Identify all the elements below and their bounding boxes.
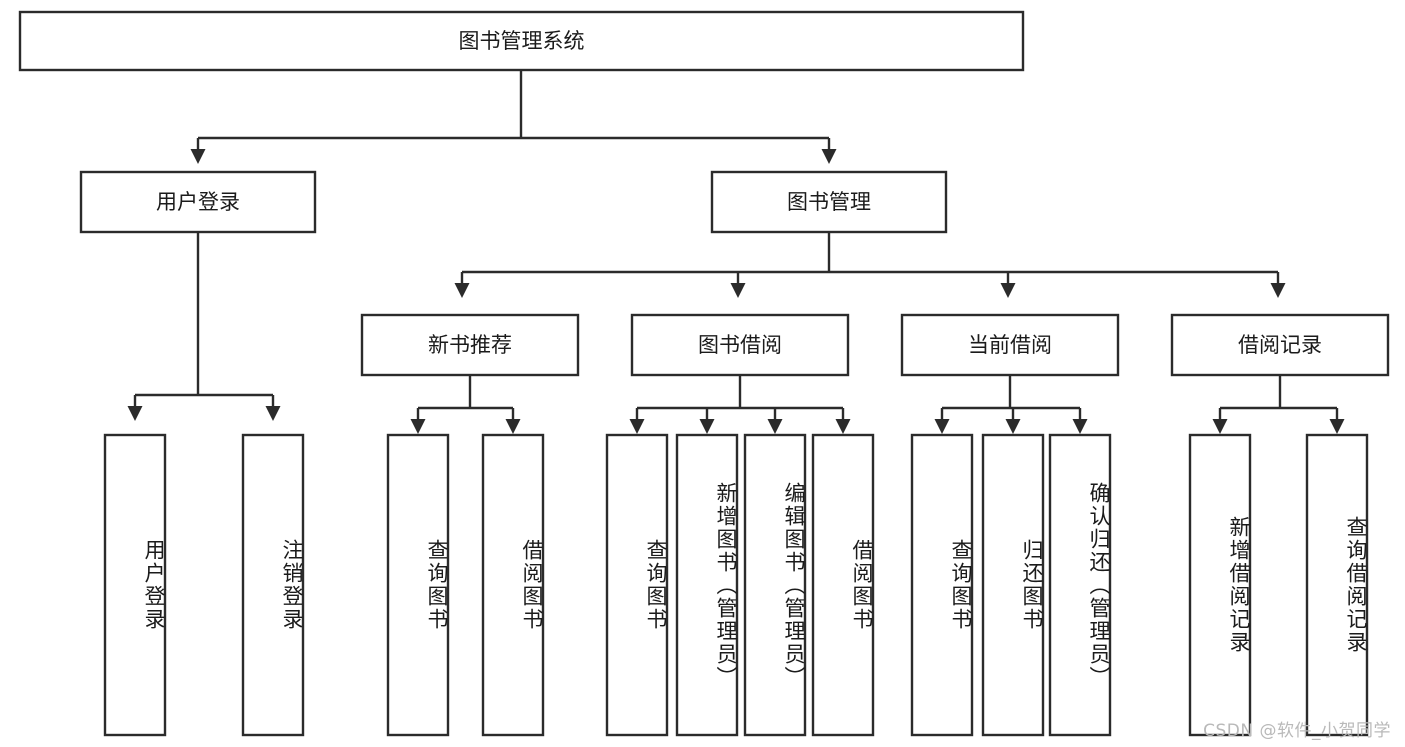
node-label-user-login: 用户登录 [156, 190, 240, 214]
node-current-borrow[interactable] [900, 313, 1120, 377]
node-leaf-return-book[interactable] [981, 433, 1045, 737]
node-root[interactable] [18, 10, 1025, 72]
node-book-manage[interactable] [710, 170, 948, 234]
node-leaf-add-book[interactable] [675, 433, 739, 737]
node-user-login[interactable] [79, 170, 317, 234]
connector-edge-newbook-bus [410, 375, 521, 434]
node-label-borrow-record: 借阅记录 [1238, 333, 1322, 357]
node-label-book-borrow: 图书借阅 [698, 333, 782, 357]
connector-edge-bookborrow-bus [629, 375, 851, 434]
node-leaf-user-login[interactable] [103, 433, 167, 737]
watermark: CSDN @软件_小贺同学 [1203, 721, 1391, 741]
node-borrow-record[interactable] [1170, 313, 1390, 377]
node-leaf-borrow-book-1[interactable] [481, 433, 545, 737]
connector-edge-borrowrecord-bus [1212, 375, 1345, 434]
node-book-borrow[interactable] [630, 313, 850, 377]
node-leaf-logout[interactable] [241, 433, 305, 737]
node-new-book-recommend[interactable] [360, 313, 580, 377]
node-label-root: 图书管理系统 [459, 29, 585, 53]
node-label-current-borrow: 当前借阅 [968, 333, 1052, 357]
node-label-new-book-recommend: 新书推荐 [428, 333, 512, 357]
node-leaf-query-book-2[interactable] [605, 433, 669, 737]
node-leaf-borrow-book-2[interactable] [811, 433, 875, 737]
node-leaf-query-book-3[interactable] [910, 433, 974, 737]
connector-edge-bookmanage-bus [454, 232, 1286, 298]
node-leaf-confirm-return[interactable] [1048, 433, 1112, 737]
connector-edge-currentborrow-bus [934, 375, 1088, 434]
connector-edge-root-bus [190, 70, 837, 164]
edges-layer [127, 70, 1345, 434]
node-leaf-add-record[interactable] [1188, 433, 1252, 737]
node-leaf-edit-book[interactable] [743, 433, 807, 737]
node-leaf-query-book-1[interactable] [386, 433, 450, 737]
node-label-book-manage: 图书管理 [787, 190, 871, 214]
connector-edge-userlogin-bus [127, 232, 281, 421]
node-leaf-query-record[interactable] [1305, 433, 1369, 737]
